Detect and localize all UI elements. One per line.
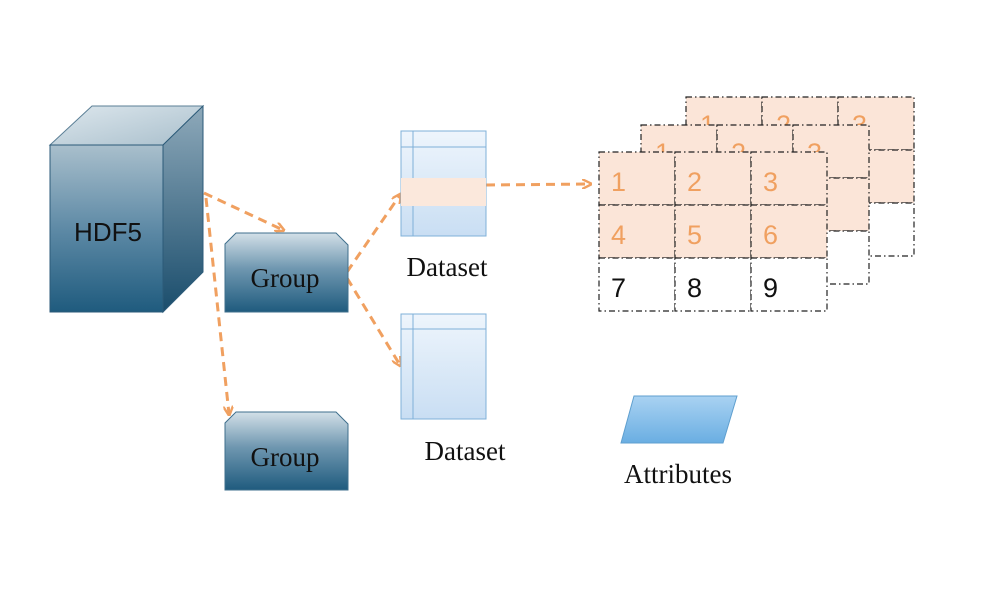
grid-cell — [750, 257, 828, 312]
grid-layer-front: 1 2 3 4 5 6 7 8 9 — [598, 151, 828, 312]
dataset-label: Dataset — [407, 252, 488, 282]
cube-front-face — [49, 144, 164, 313]
attributes-shape — [620, 395, 738, 444]
group-label: Group — [251, 263, 320, 293]
hdf5-file-node: HDF5 — [48, 104, 205, 314]
grid-cell-value: 5 — [687, 220, 702, 250]
grid-cell — [598, 204, 676, 259]
arrow-hdf5-to-group-2 — [204, 197, 229, 414]
group-node-1: Group — [224, 232, 349, 313]
group-node-2: Group — [224, 411, 349, 491]
grid-cell-value: 3 — [763, 167, 778, 197]
grid-cell-value: 9 — [763, 273, 778, 303]
grid-cell — [674, 204, 752, 259]
grid-cell — [598, 151, 676, 206]
grid-cell-value: 1 — [611, 167, 626, 197]
grid-cell-value: 2 — [687, 167, 702, 197]
arrow-group-to-dataset-1 — [345, 195, 400, 273]
group-label: Group — [251, 442, 320, 472]
attributes-node: Attributes — [620, 395, 738, 489]
grid-cell-value: 8 — [687, 273, 702, 303]
dataset-node-1: Dataset — [400, 130, 488, 282]
group-shape — [224, 232, 349, 313]
grid-cell-value: 4 — [611, 220, 626, 250]
dataset-label: Dataset — [425, 436, 506, 466]
grid-cell-value: 7 — [611, 273, 626, 303]
attributes-label: Attributes — [624, 459, 732, 489]
dataset-array-grid: 123123123456789 — [598, 96, 915, 312]
grid-cell — [750, 204, 828, 259]
group-shape — [224, 411, 349, 491]
dataset-node-2: Dataset — [400, 313, 506, 466]
grid-cell — [674, 151, 752, 206]
arrow-dataset-to-grid — [485, 184, 590, 185]
grid-cell-value: 6 — [763, 220, 778, 250]
dataset-body — [400, 313, 487, 420]
arrow-group-to-dataset-2 — [345, 277, 400, 365]
hdf5-label: HDF5 — [74, 217, 142, 247]
arrow-hdf5-to-group-1 — [203, 191, 283, 230]
dataset-highlight-row — [401, 178, 486, 206]
grid-cell — [674, 257, 752, 312]
arrows — [203, 184, 590, 414]
grid-cell — [598, 257, 676, 312]
